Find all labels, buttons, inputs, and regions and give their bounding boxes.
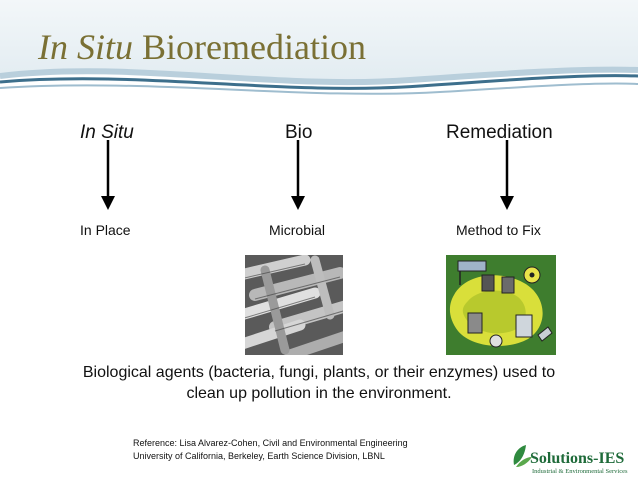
reference-line-1: Reference: Lisa Alvarez-Cohen, Civil and… xyxy=(133,438,408,448)
solutions-ies-logo: Solutions-IES Industrial & Environmental… xyxy=(510,441,628,477)
term-in-situ: In Situ xyxy=(80,122,134,143)
down-arrow-icon xyxy=(101,140,115,210)
slide-title-italic: In Situ xyxy=(38,27,133,67)
term-bio: Bio xyxy=(285,122,313,143)
meaning-in-place: In Place xyxy=(80,222,131,238)
logo-name-text: Solutions-IES xyxy=(530,450,624,467)
toxic-waste-cleanup-image xyxy=(446,255,556,355)
definition-text: Biological agents (bacteria, fungi, plan… xyxy=(40,362,598,404)
slide-title: In Situ Bioremediation xyxy=(38,26,366,68)
title-band: In Situ Bioremediation xyxy=(0,0,638,110)
logo-tagline-text: Industrial & Environmental Services xyxy=(532,468,628,475)
down-arrow-icon xyxy=(500,140,514,210)
down-arrow-icon xyxy=(291,140,305,210)
bacteria-micrograph-image xyxy=(245,255,343,355)
reference-line-2: University of California, Berkeley, Eart… xyxy=(133,451,385,461)
slide-title-rest: Bioremediation xyxy=(133,27,366,67)
reference-citation: Reference: Lisa Alvarez-Cohen, Civil and… xyxy=(133,437,408,463)
meaning-microbial: Microbial xyxy=(269,222,326,238)
definition-line-2: clean up pollution in the environment. xyxy=(186,385,452,402)
meaning-method-to-fix: Method to Fix xyxy=(456,222,541,238)
term-remediation: Remediation xyxy=(446,122,553,143)
header-wave-decoration xyxy=(0,0,638,110)
leaf-logo-icon: Solutions-IES Industrial & Environmental… xyxy=(513,445,628,475)
definition-line-1: Biological agents (bacteria, fungi, plan… xyxy=(82,364,556,381)
